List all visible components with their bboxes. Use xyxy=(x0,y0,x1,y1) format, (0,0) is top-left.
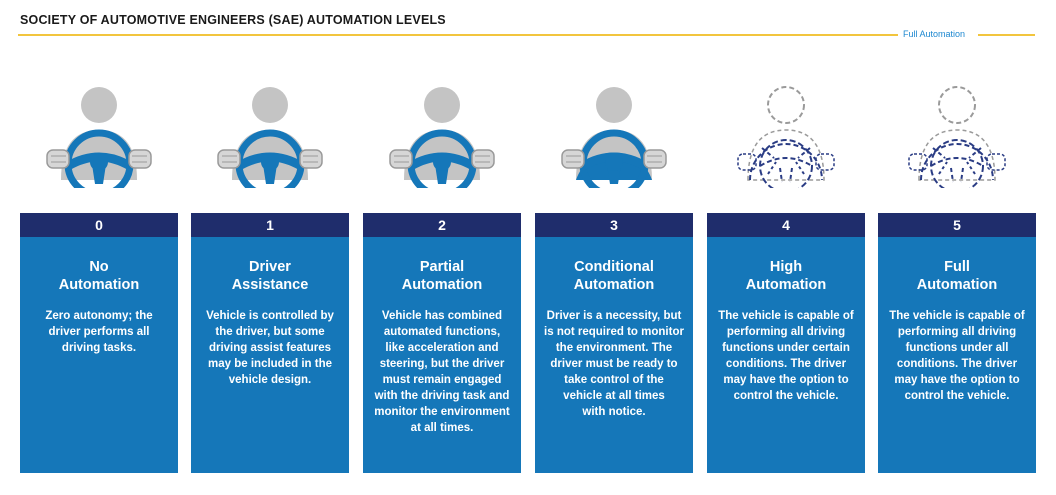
level-description-line: performing all driving xyxy=(726,326,846,338)
level-description-line: The vehicle is capable of xyxy=(718,310,854,322)
level-description-line: vehicle design. xyxy=(228,374,312,386)
level-description-line: driving assist features xyxy=(208,342,332,354)
level-description-line: at all times. xyxy=(410,422,474,434)
level-description-line: with the driving task and xyxy=(374,390,510,402)
full-automation-label: Full Automation xyxy=(903,29,966,39)
driver-steering-icon xyxy=(210,78,330,199)
level-description-line: take control of the xyxy=(564,374,664,386)
level-description-line: may have the option to xyxy=(723,374,849,386)
level-heading-line-2: Automation xyxy=(58,277,140,293)
level-description: Vehicle has combined automated functions,… xyxy=(363,308,521,436)
level-description-line: may be included in the xyxy=(208,358,332,370)
level-description-line: functions under all xyxy=(905,342,1009,354)
automation-scale-rule xyxy=(18,34,898,36)
level-description: The vehicle is capable of performing all … xyxy=(878,308,1036,404)
level-description-line: like acceleration and xyxy=(385,342,499,354)
level-heading-line-2: Assistance xyxy=(231,277,309,293)
level-description-line: conditions. The driver xyxy=(896,358,1018,370)
level-heading-line-2: Automation xyxy=(745,277,827,293)
level-description-line: functions under certain xyxy=(722,342,850,354)
level-description-line: control the vehicle. xyxy=(904,390,1010,402)
level-description-line: conditions. The driver xyxy=(725,358,847,370)
level-description-line: control the vehicle. xyxy=(733,390,839,402)
level-heading-line-2: Automation xyxy=(573,277,655,293)
level-description: The vehicle is capable of performing all … xyxy=(707,308,865,404)
level-description-line: vehicle at all times xyxy=(563,390,665,402)
level-number: 5 xyxy=(878,213,1036,237)
level-number: 2 xyxy=(363,213,521,237)
level-description-line: automated functions, xyxy=(383,326,501,338)
level-description-line: The vehicle is capable of xyxy=(889,310,1025,322)
level-description-line: Vehicle is controlled by xyxy=(206,310,334,322)
level-heading-line-1: Partial xyxy=(419,259,465,275)
level-description-line: the driver, but some xyxy=(215,326,325,338)
dashed-driver-icon xyxy=(726,78,846,193)
level-description-line: driving tasks. xyxy=(61,342,137,354)
page-title: SOCIETY OF AUTOMOTIVE ENGINEERS (SAE) AU… xyxy=(20,13,446,27)
level-description: Driver is a necessity, but is not require… xyxy=(535,308,693,420)
level-description-line: Zero autonomy; the xyxy=(45,310,153,322)
driver-steering-icon xyxy=(554,78,674,199)
level-description-line: driver must be ready to xyxy=(550,358,678,370)
level-heading-line-1: No xyxy=(89,259,109,275)
full-automation-rule xyxy=(978,34,1035,36)
level-description-line: with notice. xyxy=(582,406,646,418)
level-heading-line-1: Conditional xyxy=(574,259,654,275)
level-number: 1 xyxy=(191,213,349,237)
level-number: 3 xyxy=(535,213,693,237)
level-heading-line-1: High xyxy=(769,259,803,275)
level-description: Zero autonomy; the driver performs all dri… xyxy=(20,308,178,356)
level-description-line: performing all driving xyxy=(897,326,1017,338)
level-heading-line-2: Automation xyxy=(916,277,998,293)
driver-steering-icon xyxy=(382,78,502,199)
level-description-line: Vehicle has combined xyxy=(381,310,503,322)
level-description-line: steering, but the driver xyxy=(379,358,505,370)
level-heading-line-1: Driver xyxy=(249,259,291,275)
level-description-line: the environment. The xyxy=(555,342,673,354)
level-heading-line-2: Automation xyxy=(401,277,483,293)
level-description-line: driver performs all xyxy=(48,326,150,338)
level-description-line: must remain engaged xyxy=(382,374,502,386)
level-heading-line-1: Full xyxy=(944,259,970,275)
level-number: 4 xyxy=(707,213,865,237)
level-number: 0 xyxy=(20,213,178,237)
level-description-line: Driver is a necessity, but xyxy=(546,310,682,322)
dashed-driver-icon xyxy=(897,78,1017,193)
level-description-line: is not required to monitor xyxy=(544,326,684,338)
driver-steering-icon xyxy=(39,78,159,199)
level-description-line: may have the option to xyxy=(894,374,1020,386)
level-description-line: monitor the environment xyxy=(374,406,510,418)
level-description: Vehicle is controlled by the driver, but … xyxy=(191,308,349,388)
